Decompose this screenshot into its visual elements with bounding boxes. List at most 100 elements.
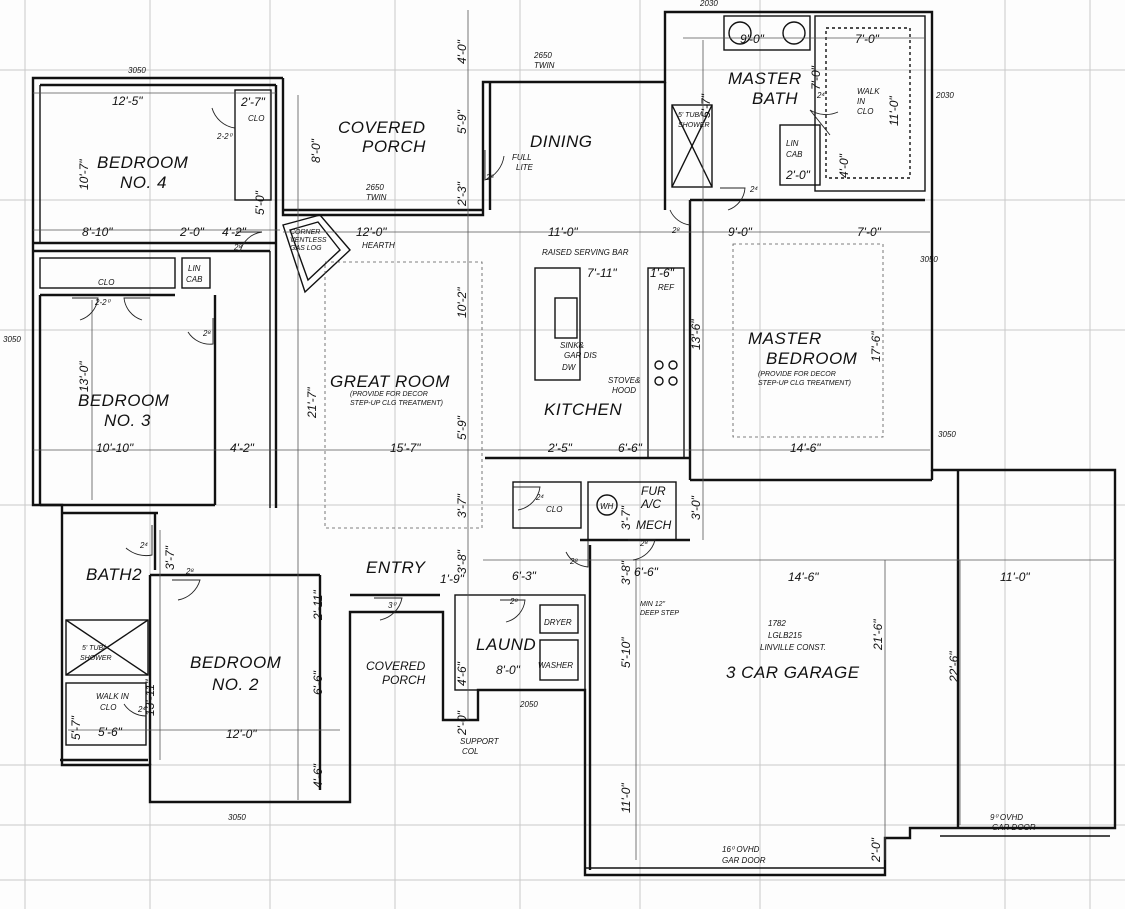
dim-kitchen-11-0: 11'-0"	[548, 225, 578, 239]
door-2-8-dining: 2⁸	[485, 173, 494, 182]
room-entry: ENTRY	[366, 558, 427, 577]
dim-5-7-master: 5'-7"	[699, 93, 713, 118]
dim-4-6-entry: 4'-6"	[455, 661, 469, 686]
dim-17-6: 17'-6"	[869, 331, 883, 362]
dim-7-0-walkin: 7'-0"	[809, 65, 823, 90]
dryer-label: DRYER	[544, 618, 572, 627]
dim-10-2: 10'-2"	[455, 287, 469, 318]
window-3050-bottom: 3050	[228, 813, 246, 822]
full-lite-line2: LITE	[516, 163, 534, 172]
window-2050-laundry: 2050	[519, 700, 538, 709]
walk-in-clo-master-line1: WALK	[857, 87, 880, 96]
vertical-dimensions: 10'-7" 8'-0" 5'-0" 4'-0" 5'-9" 2'-3" 10'…	[69, 39, 961, 863]
window-2650-top-line1: 2650	[533, 51, 552, 60]
window-3050-right-upper: 3050	[920, 255, 938, 264]
room-dining: DINING	[530, 132, 593, 151]
dim-bar-7-11: 7'-11"	[587, 266, 617, 280]
window-2650-top-line2: TWIN	[534, 61, 555, 70]
door-2-4-bath2: 2⁴	[139, 541, 148, 550]
dim-5-9-upper: 5'-9"	[455, 109, 469, 134]
room-bedroom-2-number: NO. 2	[212, 675, 259, 694]
room-covered-porch-front-line2: PORCH	[382, 673, 426, 687]
sink-label-line2: GAR DIS	[564, 351, 598, 360]
door-2-8-garage: 2⁸	[569, 557, 578, 566]
door-swings	[72, 100, 839, 717]
dim-2-0-garage: 2'-0"	[869, 837, 883, 863]
dim-11-0-walkin: 11'-0"	[887, 96, 901, 126]
window-2030-top: 2030	[699, 0, 718, 8]
master-note-line1: (PROVIDE FOR DECOR	[758, 371, 836, 378]
dim-5-0: 5'-0"	[253, 190, 267, 215]
dim-3-7-mech: 3'-7"	[619, 505, 633, 530]
room-great-room: GREAT ROOM	[330, 372, 450, 391]
raised-serving-bar-label: RAISED SERVING BAR	[542, 248, 629, 257]
walls	[31, 10, 1117, 877]
great-room-note-line2: STEP-UP CLG TREATMENT)	[350, 400, 443, 407]
dim-21-6: 21'-6"	[871, 619, 885, 651]
stove-label-line2: HOOD	[612, 386, 636, 395]
dim-bed3-depth: 13'-0"	[77, 361, 91, 392]
dim-4-0-lin: 4'-0"	[837, 153, 851, 178]
door-2-4-walkin: 2⁴	[816, 91, 825, 100]
dim-garage-11-0: 11'-0"	[1000, 570, 1030, 584]
door-2-8-bed2: 2⁸	[185, 567, 194, 576]
dim-5-10: 5'-10"	[619, 637, 633, 668]
lin-cab-line1: LIN	[188, 264, 201, 273]
garage-note-line1: 1782	[768, 619, 786, 628]
room-laundry: LAUND	[476, 635, 536, 654]
dim-porch-8-0: 8'-0"	[309, 138, 323, 163]
door-3-0-entry: 3⁰	[388, 601, 397, 610]
clo-bedroom-3: CLO	[98, 278, 114, 287]
wh-label: WH	[600, 502, 614, 511]
room-garage: 3 CAR GARAGE	[726, 663, 860, 682]
lin-cab-master-line2: CAB	[786, 150, 803, 159]
window-2650-porch-line1: 2650	[365, 183, 384, 192]
room-master-bedroom-line2: BEDROOM	[766, 349, 858, 368]
dim-hall-8-10: 8'-10"	[82, 225, 113, 239]
stove-label-line1: STOVE&	[608, 376, 640, 385]
dim-bed4-depth: 10'-7"	[77, 159, 91, 190]
dim-3-7-bath: 3'-7"	[163, 545, 177, 570]
dim-6-6-step: 6'-6"	[634, 565, 659, 579]
step-note-line1: MIN 12"	[640, 601, 666, 608]
dim-ref-1-6: 1'-6"	[650, 266, 675, 280]
dim-2-0: 2'-0"	[179, 225, 205, 239]
ref-label: REF	[658, 283, 675, 292]
dim-13-6: 13'-6"	[689, 319, 703, 350]
room-covered-porch-front-line1: COVERED	[366, 659, 426, 673]
dim-master-14-6: 14'-6"	[790, 441, 821, 455]
dim-great-12-0: 12'-0"	[356, 225, 387, 239]
horizontal-dimensions: 12'-5" 2'-7" 8'-10" 2'-0" 4'-2" 12'-0" 1…	[82, 32, 1030, 741]
dim-bed2-depth: 13'-11"	[143, 679, 157, 716]
dim-2-3: 2'-3"	[455, 181, 469, 207]
dim-master-9-0: 9'-0"	[728, 225, 753, 239]
washer-label: WASHER	[538, 661, 573, 670]
room-bedroom-3-number: NO. 3	[104, 411, 151, 430]
dim-clo-5-6: 5'-6"	[98, 725, 123, 739]
fireplace-note-line3: GAS LOG	[290, 245, 322, 252]
room-fur-line2: A/C	[640, 497, 661, 511]
door-2-4-mbath: 2⁴	[749, 185, 758, 194]
door-2-8-laundry: 2⁸	[509, 597, 518, 606]
dim-2-5: 2'-5"	[547, 441, 573, 455]
walk-in-clo-bath2-line2: CLO	[100, 703, 116, 712]
room-bedroom-3-name: BEDROOM	[78, 391, 170, 410]
door-2-2-bed3-clo: 2-2⁰	[94, 298, 112, 307]
room-bedroom-4-number: NO. 4	[120, 173, 167, 192]
step-note-line2: DEEP STEP	[640, 610, 679, 617]
dim-4-0-top: 4'-0"	[455, 39, 469, 64]
annotations: (PROVIDE FOR DECOR STEP-UP CLG TREATMENT…	[80, 87, 1036, 865]
room-master-bedroom-line1: MASTER	[748, 329, 822, 348]
dim-6-6-kitchen: 6'-6"	[618, 441, 643, 455]
room-kitchen: KITCHEN	[544, 400, 622, 419]
window-callouts: 3050 2650 TWIN 2650 TWIN 2030 2030 3050 …	[3, 0, 956, 822]
support-col-line1: SUPPORT	[460, 737, 500, 746]
walk-in-clo-master-line3: CLO	[857, 107, 873, 116]
dim-1-9: 1'-9"	[440, 572, 465, 586]
dim-bed2-12-0: 12'-0"	[226, 727, 257, 741]
lin-cab-master-line1: LIN	[786, 139, 799, 148]
dim-bath-9-0: 9'-0"	[740, 32, 765, 46]
dim-bed4-width: 12'-5"	[112, 94, 143, 108]
